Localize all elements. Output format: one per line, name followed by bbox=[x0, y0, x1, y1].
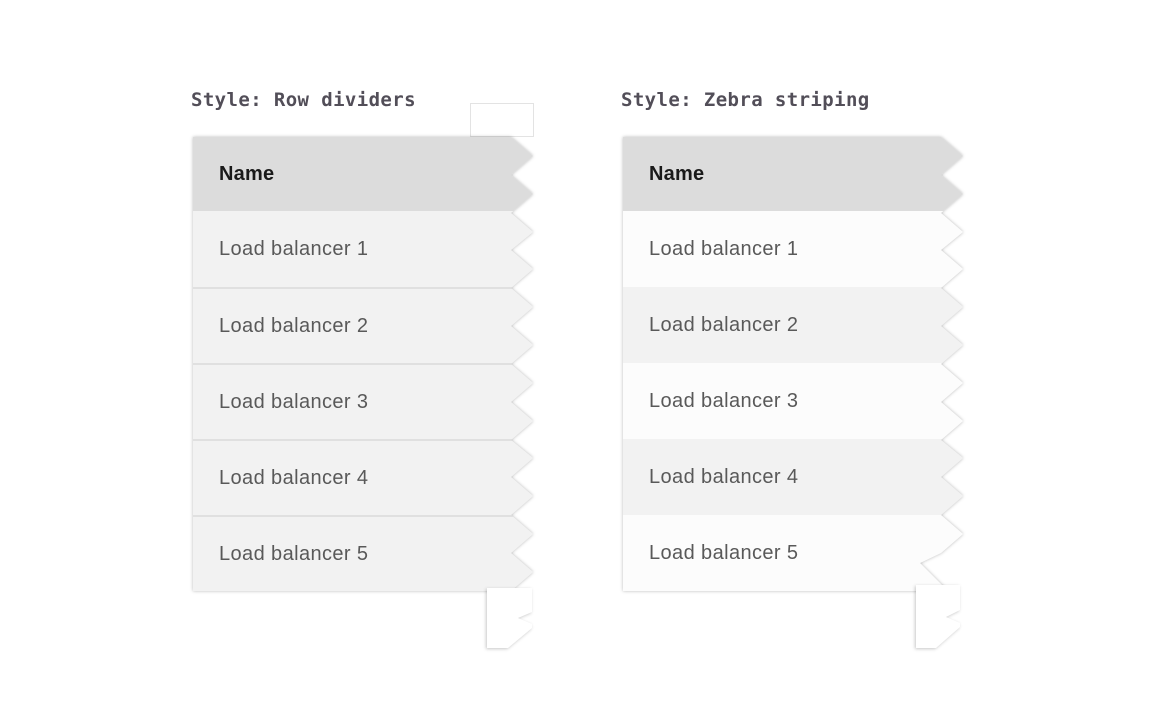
table-header-cell: Name bbox=[623, 137, 963, 211]
torn-paper-scrap-bottom bbox=[487, 588, 532, 648]
table-row: Load balancer 2 bbox=[193, 287, 533, 363]
table-header-cell: Name bbox=[193, 137, 533, 211]
table-row: Load balancer 1 bbox=[623, 211, 963, 287]
table-row: Load balancer 4 bbox=[193, 439, 533, 515]
table-row-dividers: Name Load balancer 1 Load balancer 2 Loa… bbox=[193, 137, 533, 591]
table-row: Load balancer 3 bbox=[193, 363, 533, 439]
table-row: Load balancer 4 bbox=[623, 439, 963, 515]
panel-title-zebra-striping: Style: Zebra striping bbox=[621, 89, 870, 111]
table-row: Load balancer 3 bbox=[623, 363, 963, 439]
torn-paper-scrap-bottom bbox=[916, 585, 960, 648]
table-row: Load balancer 2 bbox=[623, 287, 963, 363]
table-zebra-striping: Name Load balancer 1 Load balancer 2 Loa… bbox=[623, 137, 963, 591]
table-row: Load balancer 1 bbox=[193, 211, 533, 287]
table-row: Load balancer 5 bbox=[623, 515, 963, 591]
panel-zebra-striping: Style: Zebra striping Name Load balancer… bbox=[621, 89, 966, 648]
panel-row-dividers: Style: Row dividers Name Load balancer 1… bbox=[191, 89, 536, 648]
torn-paper-scrap-top bbox=[470, 103, 534, 137]
table-row: Load balancer 5 bbox=[193, 515, 533, 591]
panel-title-row-dividers: Style: Row dividers bbox=[191, 89, 416, 111]
